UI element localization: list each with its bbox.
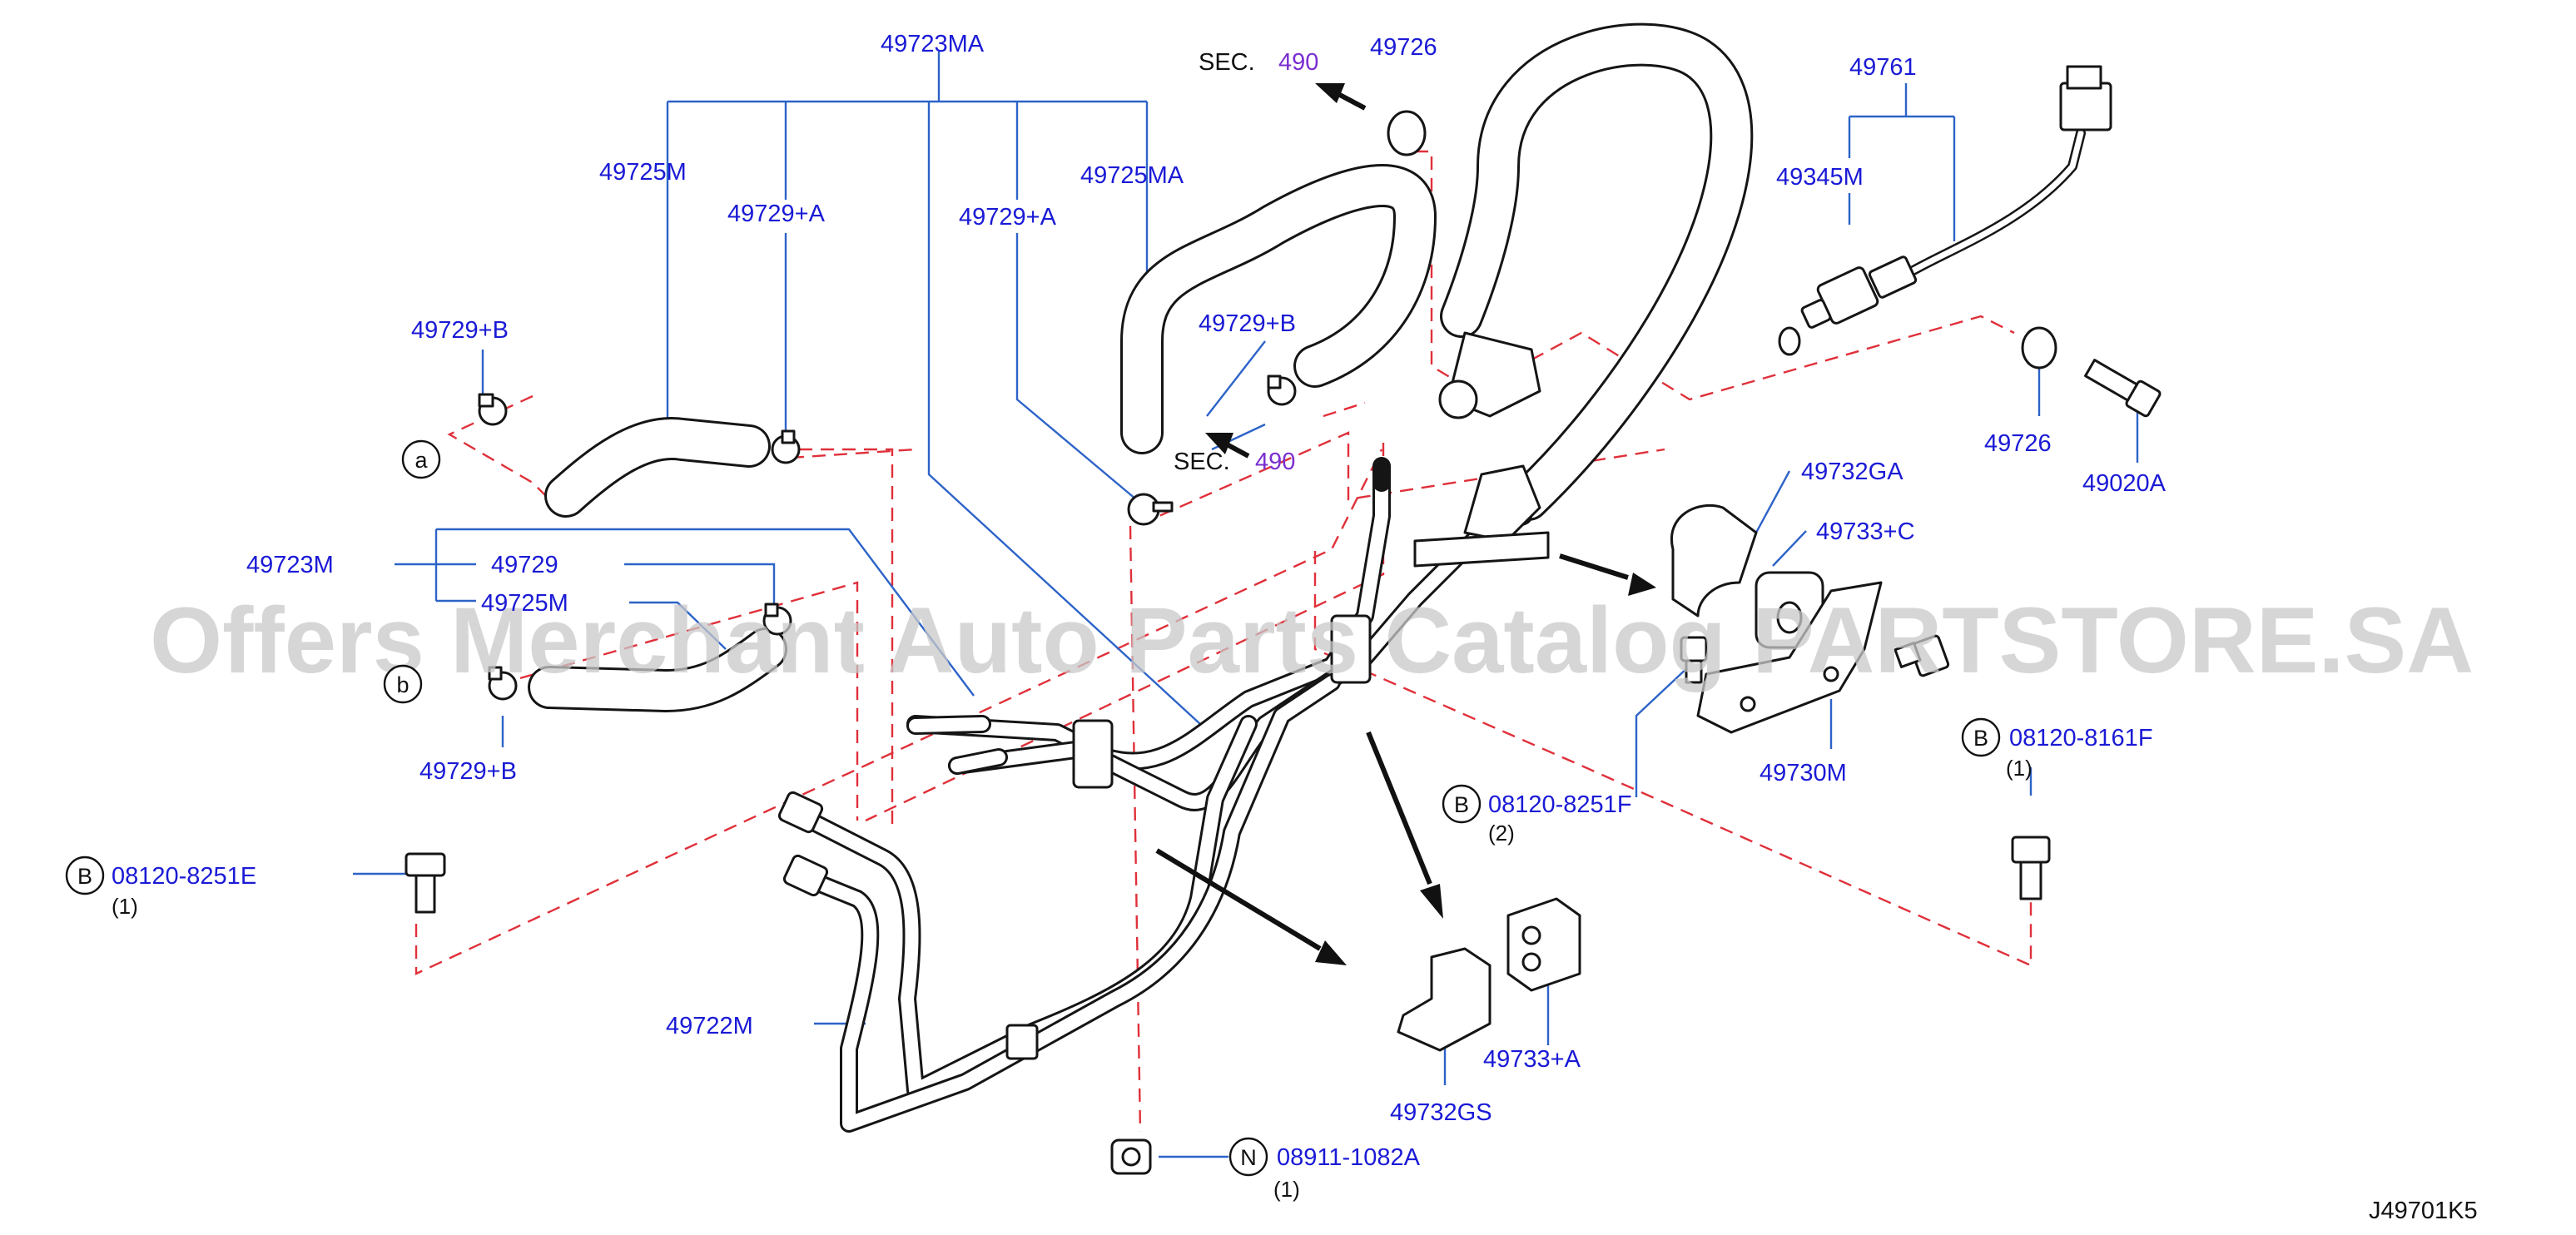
label-49725M-mid: 49725M: [481, 590, 568, 617]
svg-text:B: B: [1973, 726, 1988, 751]
label-49732GS: 49732GS: [1390, 1099, 1492, 1126]
pipe-assemblies: [528, 22, 1754, 1133]
label-49729B-bot: 49729+B: [419, 758, 517, 785]
svg-text:N: N: [1240, 1145, 1257, 1170]
banjo-bolt-icon: [2084, 359, 2162, 418]
svg-text:08120-8251F: 08120-8251F: [1488, 791, 1632, 818]
svg-text:B: B: [77, 864, 92, 889]
hose-clamp-icon: [771, 429, 801, 464]
bolt-icon: [405, 852, 446, 914]
label-49730M: 49730M: [1760, 760, 1847, 786]
small-parts: [405, 65, 2162, 1175]
hose-clamp-icon: [1127, 493, 1174, 526]
svg-text:490: 490: [1255, 449, 1295, 475]
svg-text:08120-8161F: 08120-8161F: [2009, 725, 2153, 751]
pipe-grommet: [1005, 1024, 1039, 1060]
label-49345M: 49345M: [1776, 164, 1864, 191]
bolt-icon: [1894, 634, 1950, 677]
fastener-callout-08911-1082A: N 08911-1082A (1): [1228, 1137, 1421, 1202]
o-ring-icon: [1778, 326, 1801, 356]
bolt-icon: [2011, 836, 2051, 900]
svg-text:490: 490: [1278, 49, 1318, 76]
o-ring-icon: [2021, 326, 2057, 370]
svg-text:(2): (2): [1488, 821, 1515, 846]
label-49729A-1: 49729+A: [727, 201, 826, 227]
watermark-text: Offers Merchant Auto Parts Catalog PARTS…: [150, 588, 2474, 692]
bracket-icon: [1397, 947, 1491, 1052]
svg-text:08911-1082A: 08911-1082A: [1277, 1144, 1421, 1171]
insulator-icon: [1506, 897, 1581, 992]
svg-text:b: b: [396, 672, 409, 697]
pipe-grommet: [1072, 719, 1114, 789]
hose-clamp-icon: [488, 666, 518, 701]
label-49729B-mid: 49729+B: [1199, 310, 1296, 337]
svg-text:08120-8251E: 08120-8251E: [112, 863, 256, 890]
connection-marker-a: a: [401, 439, 441, 479]
label-49729A-2: 49729+A: [959, 204, 1057, 231]
svg-text:(1): (1): [2006, 756, 2033, 781]
label-49733C: 49733+C: [1816, 518, 1915, 545]
label-49729: 49729: [491, 552, 558, 578]
svg-text:(1): (1): [1273, 1177, 1300, 1202]
label-49761: 49761: [1849, 54, 1917, 81]
svg-text:SEC.: SEC.: [1174, 449, 1230, 475]
label-49725MA: 49725MA: [1080, 162, 1184, 189]
pressure-sensor-icon: [1800, 255, 1918, 329]
pipe-grommet: [1330, 614, 1372, 684]
o-ring-icon: [1387, 110, 1427, 156]
label-49722M: 49722M: [666, 1013, 753, 1039]
dashed-guide-lines: [414, 150, 2033, 1133]
label-49723MA: 49723MA: [881, 31, 985, 57]
svg-text:a: a: [414, 448, 428, 473]
hose-clamp-icon: [478, 393, 508, 426]
fastener-callout-08120-8161F: B 08120-8161F (1): [1961, 717, 2153, 781]
section-ref-middle: SEC. 490: [1174, 449, 1295, 475]
label-49726-right: 49726: [1984, 430, 2052, 457]
label-49726-top: 49726: [1370, 34, 1437, 61]
label-49020A: 49020A: [2082, 470, 2167, 497]
fastener-callout-08120-8251E: B 08120-8251E (1): [65, 856, 256, 919]
mount-bracket-icon: [1696, 581, 1883, 734]
fastener-callout-08120-8251F: B 08120-8251F (2): [1442, 784, 1632, 846]
svg-text:(1): (1): [112, 894, 138, 919]
label-49729B-top: 49729+B: [411, 317, 509, 344]
label-49725M-top: 49725M: [599, 159, 687, 186]
connector-icon: [2059, 65, 2112, 131]
section-ref-top: SEC. 490: [1199, 49, 1318, 76]
connection-marker-b: b: [383, 664, 423, 704]
svg-text:SEC.: SEC.: [1199, 49, 1255, 76]
label-49723M: 49723M: [246, 552, 334, 578]
bracket-icon: [1670, 503, 1758, 618]
hose-clamp-icon: [762, 603, 792, 636]
diagram-code: J49701K5: [2369, 1198, 2478, 1224]
bolt-icon: [1680, 636, 1708, 684]
label-49732GA: 49732GA: [1801, 459, 1903, 485]
direction-arrows: [1155, 83, 1656, 965]
part-number-labels: 49723MA 49725M 49729+A 49729+A 49725MA 4…: [246, 31, 2167, 1126]
svg-text:B: B: [1454, 792, 1469, 817]
nut-icon: [1110, 1138, 1152, 1175]
label-49733A: 49733+A: [1483, 1046, 1581, 1073]
hose-clamp-icon: [1267, 374, 1297, 406]
